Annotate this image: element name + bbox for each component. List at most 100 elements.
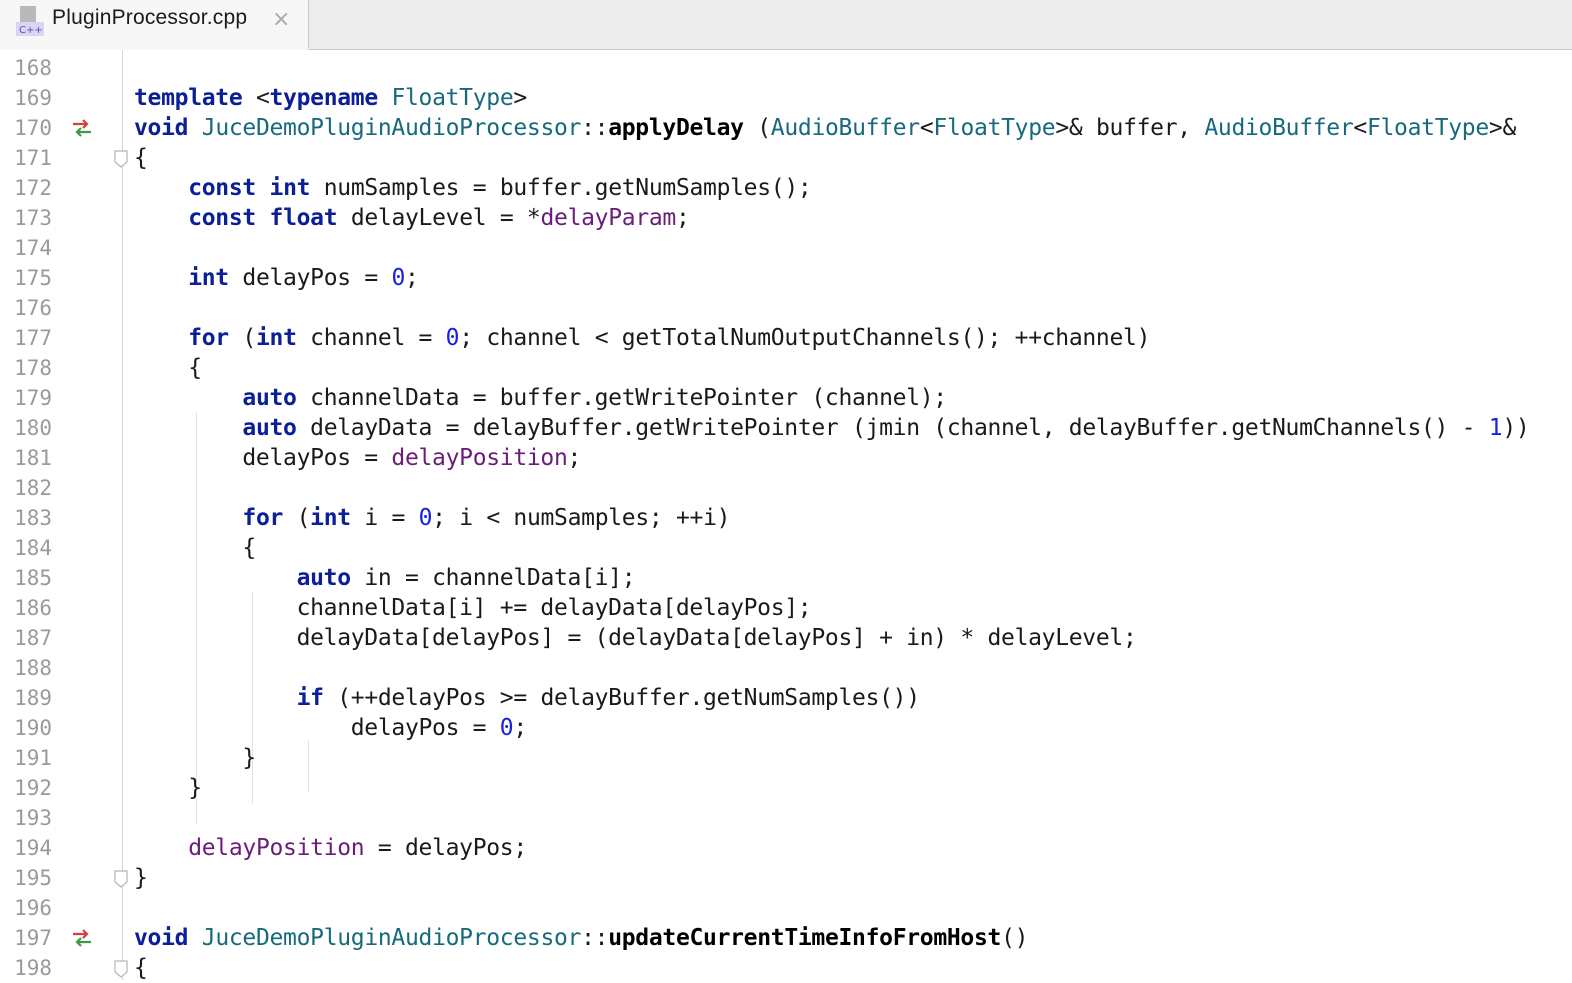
line-number[interactable]: 171 xyxy=(14,146,52,170)
code-line[interactable]: 168 xyxy=(0,53,1572,83)
code-line[interactable]: 188 xyxy=(0,653,1572,683)
code-line[interactable]: 178 { xyxy=(0,353,1572,383)
line-number[interactable]: 193 xyxy=(14,806,52,830)
line-number[interactable]: 175 xyxy=(14,266,52,290)
code-line[interactable]: 192 } xyxy=(0,773,1572,803)
close-icon[interactable]: × xyxy=(272,7,291,32)
override-arrows-icon[interactable] xyxy=(70,928,94,948)
line-number[interactable]: 179 xyxy=(14,386,52,410)
code-token: } xyxy=(134,775,202,801)
line-number[interactable]: 176 xyxy=(14,296,52,320)
code-text: delayData[delayPos] = (delayData[delayPo… xyxy=(134,626,1137,650)
line-number[interactable]: 190 xyxy=(14,716,52,740)
code-token: channelData = buffer.getWritePointer (ch… xyxy=(296,385,947,411)
code-token: >& buffer, xyxy=(1055,115,1205,141)
code-token: FloatType xyxy=(933,115,1056,141)
code-token xyxy=(256,175,270,201)
line-number[interactable]: 169 xyxy=(14,86,52,110)
line-number[interactable]: 196 xyxy=(14,896,52,920)
code-line[interactable]: 196 xyxy=(0,893,1572,923)
code-token: :: xyxy=(581,115,609,141)
code-token: JuceDemoPluginAudioProcessor xyxy=(201,115,582,141)
code-line[interactable]: 172 const int numSamples = buffer.getNum… xyxy=(0,173,1572,203)
line-number[interactable]: 173 xyxy=(14,206,52,230)
line-number[interactable]: 172 xyxy=(14,176,52,200)
code-text: const float delayLevel = *delayParam; xyxy=(134,206,690,230)
tab-plugin-processor[interactable]: C++ PluginProcessor.cpp × xyxy=(0,0,309,50)
code-line[interactable]: 181 delayPos = delayPosition; xyxy=(0,443,1572,473)
line-number[interactable]: 174 xyxy=(14,236,52,260)
line-number[interactable]: 184 xyxy=(14,536,52,560)
code-line[interactable]: 183 for (int i = 0; i < numSamples; ++i) xyxy=(0,503,1572,533)
code-line[interactable]: 191 } xyxy=(0,743,1572,773)
code-line[interactable]: 176 xyxy=(0,293,1572,323)
code-text: auto channelData = buffer.getWritePointe… xyxy=(134,386,947,410)
code-line[interactable]: 180 auto delayData = delayBuffer.getWrit… xyxy=(0,413,1572,443)
code-token: i = xyxy=(350,505,419,531)
code-line[interactable]: 182 xyxy=(0,473,1572,503)
code-line[interactable]: 173 const float delayLevel = *delayParam… xyxy=(0,203,1572,233)
code-line[interactable]: 186 channelData[i] += delayData[delayPos… xyxy=(0,593,1572,623)
code-line[interactable]: 175 int delayPos = 0; xyxy=(0,263,1572,293)
code-token: auto xyxy=(296,565,352,591)
line-number[interactable]: 197 xyxy=(14,926,52,950)
line-number[interactable]: 195 xyxy=(14,866,52,890)
line-number[interactable]: 185 xyxy=(14,566,52,590)
override-arrows-icon[interactable] xyxy=(70,118,94,138)
code-token: 0 xyxy=(391,265,405,291)
code-line[interactable]: 193 xyxy=(0,803,1572,833)
code-token: void xyxy=(134,925,189,951)
code-line[interactable]: 195} xyxy=(0,863,1572,893)
code-token xyxy=(134,835,188,861)
line-number[interactable]: 177 xyxy=(14,326,52,350)
line-number[interactable]: 191 xyxy=(14,746,52,770)
line-number[interactable]: 192 xyxy=(14,776,52,800)
line-number[interactable]: 178 xyxy=(14,356,52,380)
tab-title: PluginProcessor.cpp xyxy=(52,6,248,29)
code-text: auto in = channelData[i]; xyxy=(134,565,636,591)
code-text: { xyxy=(134,356,202,380)
code-token: ( xyxy=(228,325,256,351)
line-number[interactable]: 183 xyxy=(14,506,52,530)
code-line[interactable]: 185 auto in = channelData[i]; xyxy=(0,563,1572,593)
code-line[interactable]: 177 for (int channel = 0; channel < getT… xyxy=(0,323,1572,353)
code-token: ( xyxy=(743,115,771,141)
line-number[interactable]: 170 xyxy=(14,116,52,140)
code-line[interactable]: 198 { xyxy=(0,953,1572,983)
fold-marker-icon[interactable] xyxy=(113,959,129,979)
line-number[interactable]: 194 xyxy=(14,836,52,860)
fold-marker-icon[interactable] xyxy=(113,869,129,889)
code-token: auto xyxy=(242,385,297,411)
code-token: FloatType xyxy=(1366,115,1489,141)
line-number[interactable]: 168 xyxy=(14,56,52,80)
code-line[interactable]: 174 xyxy=(0,233,1572,263)
line-number[interactable]: 188 xyxy=(14,656,52,680)
line-number[interactable]: 187 xyxy=(14,626,52,650)
code-line[interactable]: 171{ xyxy=(0,143,1572,173)
code-line[interactable]: 179 auto channelData = buffer.getWritePo… xyxy=(0,383,1572,413)
code-token: AudioBuffer xyxy=(770,115,920,141)
indent-guide xyxy=(252,592,253,804)
line-number[interactable]: 182 xyxy=(14,476,52,500)
line-number[interactable]: 186 xyxy=(14,596,52,620)
code-text: { xyxy=(134,956,148,980)
code-token: FloatType xyxy=(377,85,514,111)
code-token: < xyxy=(242,85,270,111)
fold-marker-icon[interactable] xyxy=(113,149,129,169)
line-number[interactable]: 180 xyxy=(14,416,52,440)
code-token: ; channel < getTotalNumOutputChannels();… xyxy=(459,325,1151,351)
line-number[interactable]: 198 xyxy=(14,956,52,980)
code-line[interactable]: 189 if (++delayPos >= delayBuffer.getNum… xyxy=(0,683,1572,713)
code-line[interactable]: 194 delayPosition = delayPos; xyxy=(0,833,1572,863)
line-number[interactable]: 181 xyxy=(14,446,52,470)
code-line[interactable]: 187 delayData[delayPos] = (delayData[del… xyxy=(0,623,1572,653)
code-token: { xyxy=(134,535,256,561)
line-number[interactable]: 189 xyxy=(14,686,52,710)
indent-guide xyxy=(196,412,197,824)
code-line[interactable]: 184 { xyxy=(0,533,1572,563)
code-line[interactable]: 190 delayPos = 0; xyxy=(0,713,1572,743)
